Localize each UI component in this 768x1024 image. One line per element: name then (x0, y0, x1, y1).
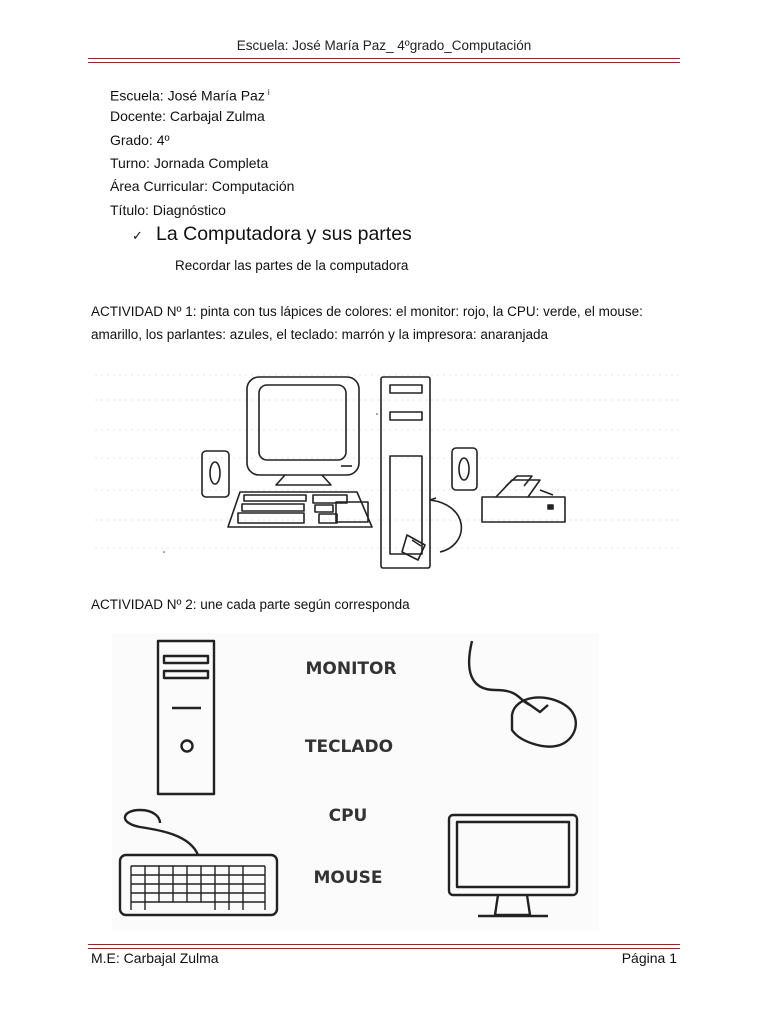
matching-panel (112, 633, 599, 931)
computer-parts-drawing (95, 374, 680, 569)
cpu-image (156, 639, 216, 796)
activity-1-line-1: ACTIVIDAD Nº 1: pinta con tus lápices de… (91, 304, 643, 319)
page-header: Escuela: José María Paz_ 4ºgrado_Computa… (236, 38, 532, 53)
info-shift: Turno: Jornada Completa (110, 155, 269, 171)
footer-author: M.E: Carbajal Zulma (91, 950, 219, 966)
background-guides (95, 374, 680, 549)
left-speaker-drawing (201, 450, 230, 498)
section-heading: La Computadora y sus partes (156, 223, 412, 245)
keyboard-image (118, 808, 279, 917)
info-title: Título: Diagnóstico (110, 202, 226, 218)
info-teacher: Docente: Carbajal Zulma (110, 108, 265, 124)
match-label-1: TECLADO (305, 737, 393, 757)
activity-2-text: ACTIVIDAD Nº 2: une cada parte según cor… (91, 597, 410, 612)
match-label-2: CPU (329, 806, 368, 826)
cpu-tower-drawing (380, 376, 437, 569)
monitor-drawing (246, 376, 360, 486)
matching-exercise-figure: MONITOR TECLADO CPU MOUSE (112, 633, 599, 931)
mouse-image (467, 640, 577, 748)
school-note: i (267, 88, 270, 97)
info-area: Área Curricular: Computación (110, 178, 295, 194)
footer-page-number: Página 1 (621, 950, 677, 966)
footer-rule (88, 944, 680, 949)
match-labels: MONITOR TECLADO CPU MOUSE (305, 659, 397, 888)
header-rule (88, 58, 680, 63)
info-grade: Grado: 4º (110, 132, 170, 148)
printer-drawing (481, 475, 566, 523)
mouse-drawing (401, 499, 463, 561)
school-text: Escuela: José María Paz (110, 87, 265, 104)
monitor-image (447, 813, 579, 918)
section-subheading: Recordar las partes de la computadora (175, 258, 409, 273)
activity-1-line-2: amarillo, los parlantes: azules, el tecl… (91, 327, 548, 342)
checkmark-bullet: ✓ (132, 228, 143, 243)
match-label-0: MONITOR (305, 659, 396, 679)
keyboard-drawing (227, 491, 373, 528)
match-label-3: MOUSE (313, 868, 382, 888)
right-speaker-drawing (451, 447, 478, 491)
